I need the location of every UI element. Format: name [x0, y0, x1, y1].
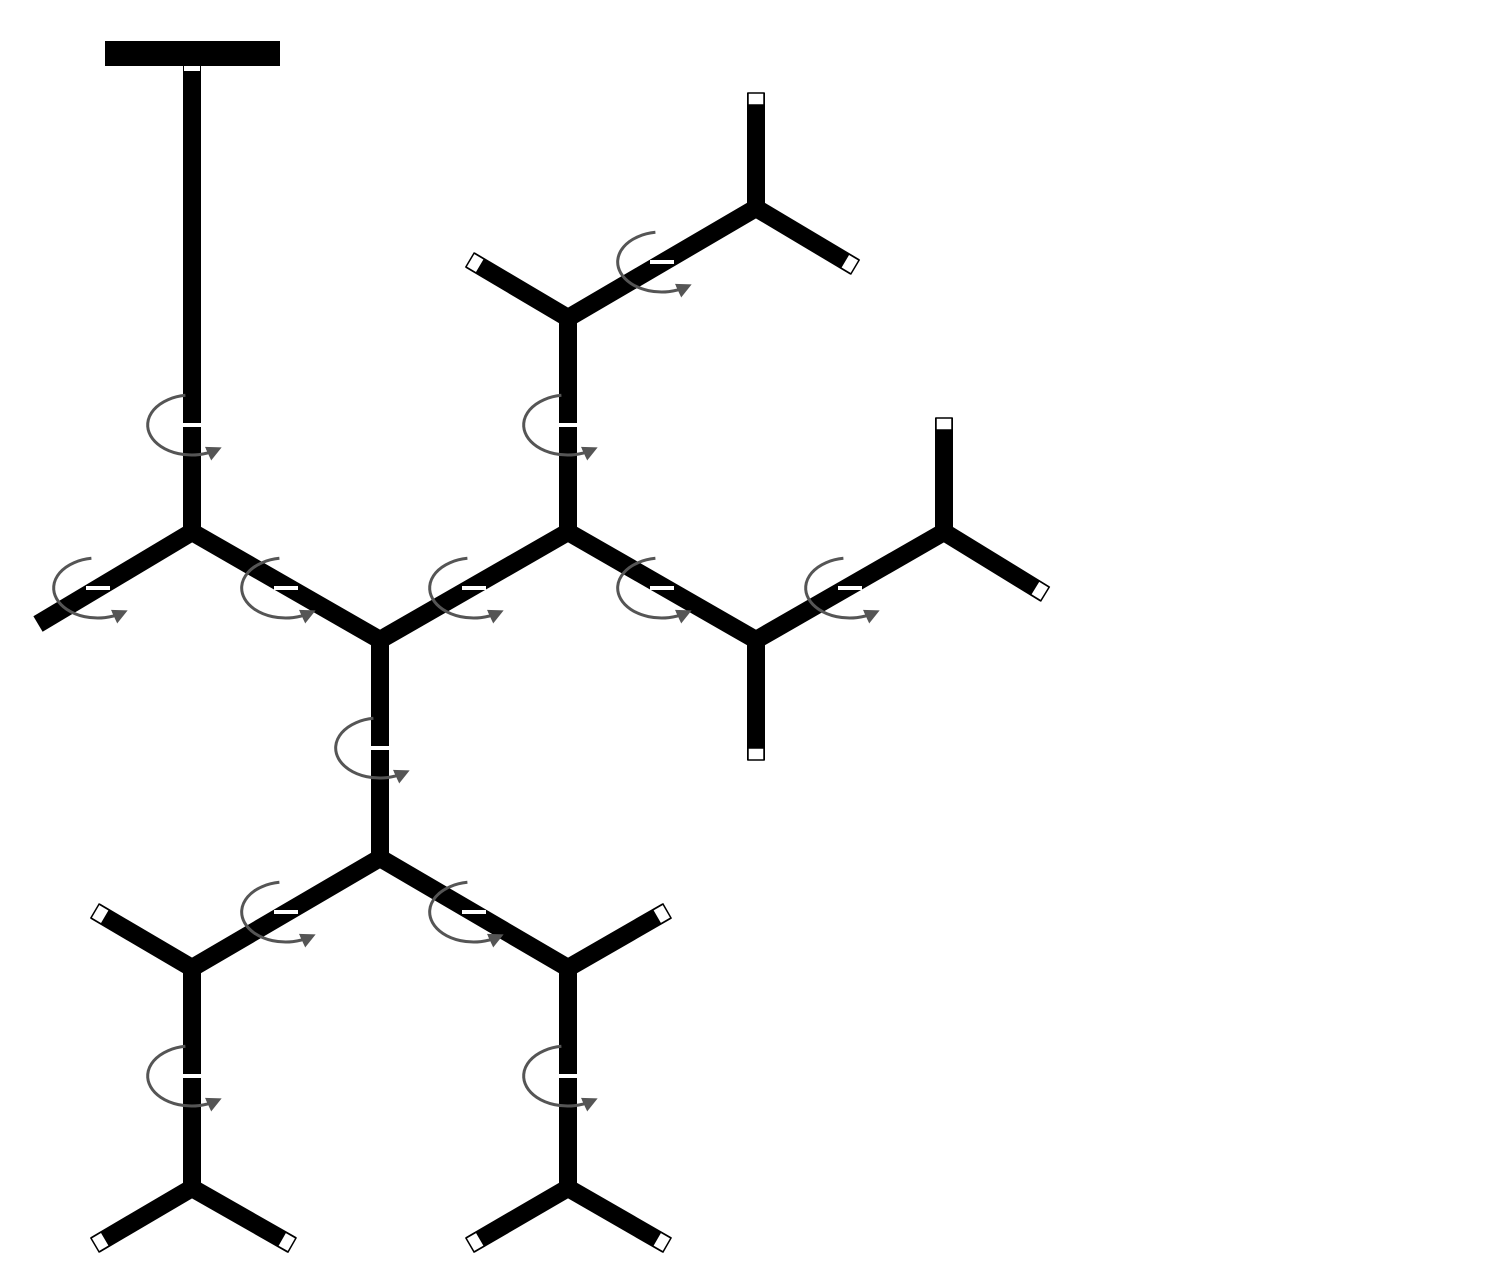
bond-segment — [465, 252, 573, 326]
rotation-arrow-icon — [240, 556, 316, 624]
bond-segment — [187, 1180, 297, 1253]
terminal-cap — [89, 903, 111, 926]
anchor-plate — [105, 41, 280, 66]
bond-segment — [563, 1180, 672, 1253]
terminal-cap — [651, 903, 673, 925]
terminal-cap — [747, 747, 765, 761]
bond-layer — [33, 41, 1050, 1253]
terminal-cap — [935, 417, 953, 431]
terminal-cap — [747, 92, 765, 106]
terminal-cap — [276, 1231, 297, 1253]
bond-segment — [90, 903, 197, 976]
joint-notch — [184, 66, 200, 71]
rotation-arrow-icon — [334, 716, 410, 784]
bond-segment — [751, 200, 860, 275]
terminal-cap — [464, 1231, 486, 1253]
bond-segment — [33, 524, 197, 632]
bond-segment — [939, 524, 1050, 602]
bond-segment — [90, 1180, 197, 1253]
rotation-arrow-icon — [804, 556, 880, 624]
rotation-arrow-icon — [428, 880, 504, 948]
rotation-arrow-icon — [616, 556, 692, 624]
terminal-cap-layer — [89, 92, 1051, 1253]
terminal-cap — [1029, 579, 1051, 602]
terminal-cap — [464, 252, 486, 275]
rotation-arrow-icon — [522, 393, 598, 461]
terminal-cap — [839, 252, 861, 275]
terminal-cap — [89, 1230, 111, 1253]
rotation-arrow-icon — [52, 556, 128, 624]
rotation-arrow-icon — [240, 880, 316, 948]
rotation-arrow-icon — [146, 1044, 222, 1112]
terminal-cap — [651, 1231, 673, 1253]
rotation-arrow-icon — [428, 556, 504, 624]
rotation-arrow-icon — [616, 230, 692, 298]
rotation-arrow-layer — [52, 230, 880, 1112]
rotation-arrow-icon — [522, 1044, 598, 1112]
bond-segment — [465, 1180, 573, 1253]
bond-segment — [563, 903, 672, 976]
rotation-arrow-icon — [146, 393, 222, 461]
